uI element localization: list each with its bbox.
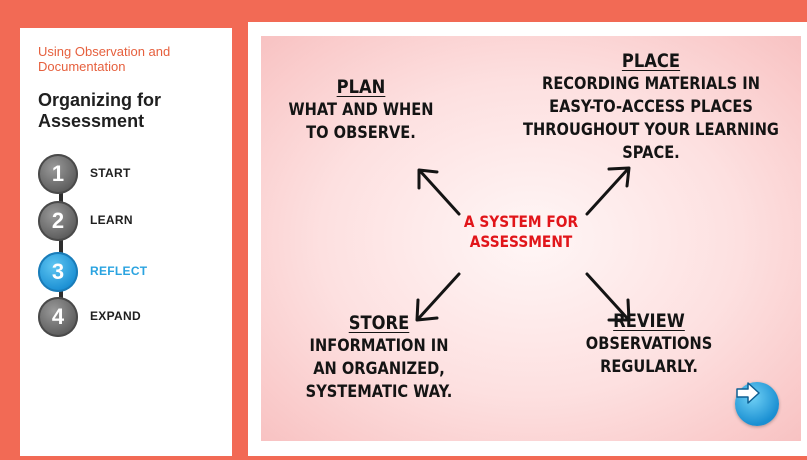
arrow-up-left-icon bbox=[417, 168, 461, 216]
section-title: Organizing for Assessment bbox=[38, 90, 161, 131]
arrow-up-right-icon bbox=[585, 166, 631, 216]
step-label: START bbox=[90, 166, 131, 180]
plan-heading: PLAN bbox=[336, 76, 386, 98]
center-concept: A SYSTEM FOR ASSESSMENT bbox=[461, 212, 581, 252]
sidebar: Using Observation and Documentation Orga… bbox=[20, 28, 232, 456]
step-label: REFLECT bbox=[90, 264, 148, 278]
store-body: INFORMATION IN AN ORGANIZED, SYSTEMATIC … bbox=[305, 336, 453, 402]
step-number: 2 bbox=[38, 201, 78, 241]
step-connector bbox=[59, 172, 63, 312]
place-body: RECORDING MATERIALS IN EASY-TO-ACCESS PL… bbox=[523, 74, 779, 163]
place-note: PLACE RECORDING MATERIALS IN EASY-TO-ACC… bbox=[522, 50, 780, 165]
step-number: 1 bbox=[38, 154, 78, 194]
step-number: 3 bbox=[38, 252, 78, 292]
course-title: Using Observation and Documentation bbox=[38, 44, 171, 74]
arrow-down-right-icon bbox=[585, 272, 631, 322]
step-expand[interactable]: 4 EXPAND bbox=[38, 297, 198, 337]
step-number: 4 bbox=[38, 297, 78, 337]
whiteboard: A SYSTEM FOR ASSESSMENT PLAN WHAT AND WH… bbox=[261, 36, 801, 441]
review-note: REVIEW OBSERVATIONS REGULARLY. bbox=[580, 310, 718, 379]
arrow-down-left-icon bbox=[415, 272, 461, 322]
step-reflect[interactable]: 3 REFLECT bbox=[38, 252, 198, 292]
arrows bbox=[415, 166, 631, 322]
step-label: LEARN bbox=[90, 213, 133, 227]
store-note: STORE INFORMATION IN AN ORGANIZED, SYSTE… bbox=[302, 312, 457, 404]
place-heading: PLACE bbox=[621, 50, 681, 72]
plan-note: PLAN WHAT AND WHEN TO OBSERVE. bbox=[284, 76, 439, 145]
center-label: A SYSTEM FOR ASSESSMENT bbox=[463, 212, 579, 251]
step-label: EXPAND bbox=[90, 309, 141, 323]
plan-body: WHAT AND WHEN TO OBSERVE. bbox=[288, 100, 434, 143]
arrow-right-icon bbox=[736, 382, 760, 404]
review-heading: REVIEW bbox=[613, 310, 685, 332]
next-button[interactable] bbox=[735, 382, 779, 426]
step-learn[interactable]: 2 LEARN bbox=[38, 201, 198, 241]
store-heading: STORE bbox=[348, 312, 410, 334]
step-start[interactable]: 1 START bbox=[38, 154, 198, 194]
content-panel: A SYSTEM FOR ASSESSMENT PLAN WHAT AND WH… bbox=[248, 22, 807, 456]
review-body: OBSERVATIONS REGULARLY. bbox=[585, 334, 713, 377]
